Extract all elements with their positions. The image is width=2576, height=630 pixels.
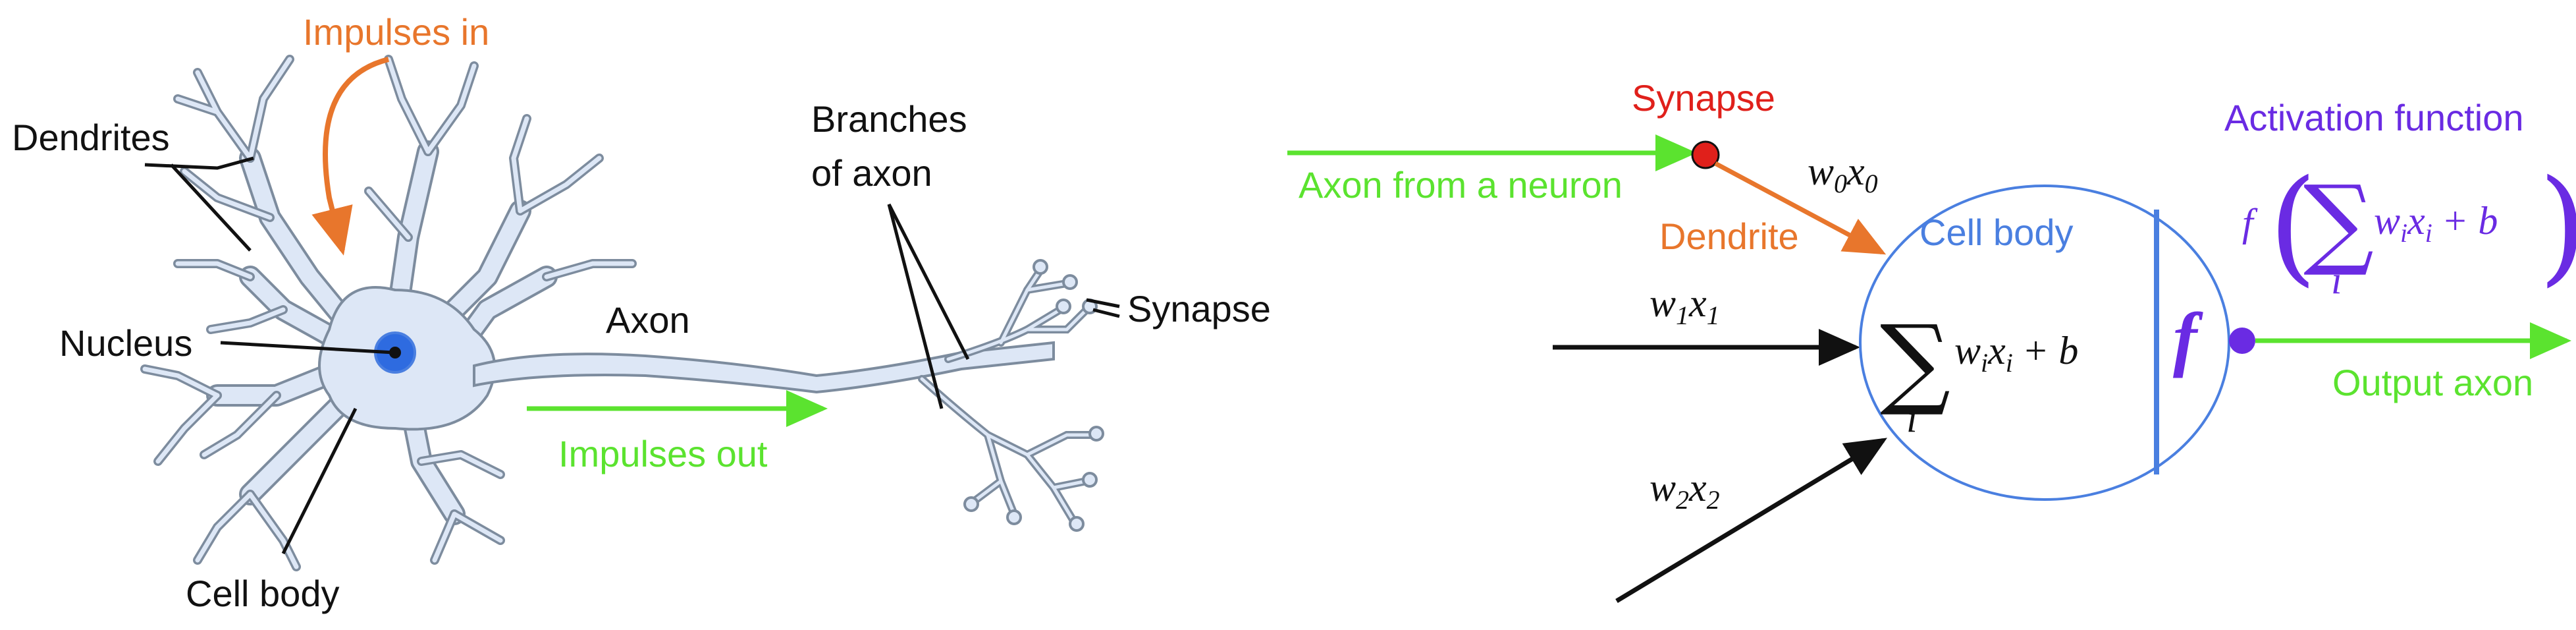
synapse-pointer-1 [1086, 298, 1120, 308]
axon-terminals [918, 259, 1104, 532]
artificial-neuron: Axon from a neuron Synapse Dendrite w0x0… [1287, 77, 2576, 603]
dendrites-pointer [144, 156, 254, 170]
activation-function-label: Activation function [2224, 97, 2523, 138]
act-sigma: ∑ [2303, 165, 2374, 279]
act-terms: wixi+ b [2374, 199, 2498, 248]
sum-index: i [1906, 397, 1918, 440]
summation-formula: ∑ i wixi+ b [1880, 304, 2078, 440]
dendrite-arrow [1714, 161, 1887, 255]
bio-pointers [144, 156, 1120, 555]
sum-terms: wixi+ b [1954, 329, 2078, 378]
axon-label: Axon [606, 299, 690, 341]
branches-label-line1: Branches [811, 98, 967, 140]
branches-pointer-2 [887, 204, 944, 409]
output-axon-label: Output axon [2332, 362, 2533, 403]
dendrites-pointer-2 [170, 163, 252, 252]
nucleus-inner [389, 347, 401, 358]
act-f: f [2242, 201, 2258, 244]
nucleus-pointer [220, 341, 394, 355]
impulses-in-arrow [311, 57, 389, 256]
cell-body-label: Cell body [186, 573, 339, 614]
input-2-term: w2x2 [1650, 466, 1720, 515]
ann-synapse-label: Synapse [1632, 77, 1775, 119]
impulses-in-label: Impulses in [303, 11, 489, 53]
synapse-pointer-2 [1092, 308, 1120, 318]
nucleus-label: Nucleus [59, 322, 192, 364]
biological-neuron: Impulses in Dendrites Nucleus Cell body … [12, 11, 1271, 614]
axon-from-neuron-label: Axon from a neuron [1299, 164, 1623, 206]
input-1-term: w1x1 [1650, 281, 1720, 330]
bio-synapse-label: Synapse [1127, 288, 1271, 329]
branches-pointer-1 [887, 203, 970, 360]
branches-label-line2: of axon [811, 152, 932, 194]
cell-body-pointer [281, 407, 358, 555]
act-close-paren: ) [2538, 153, 2576, 299]
act-index: i [2331, 258, 2342, 302]
impulses-out-label: Impulses out [558, 433, 768, 474]
input-2-arrow [1615, 438, 1887, 603]
output-dot [2229, 328, 2255, 354]
ann-cell-body-label: Cell body [1919, 212, 2073, 253]
axon-shape [473, 341, 1055, 394]
activation-formula: f ( ∑ i wixi+ b ) [2242, 153, 2576, 302]
synapse-dot [1691, 140, 1720, 169]
dendrite-label: Dendrite [1659, 215, 1799, 257]
cell-body-ellipse [1859, 185, 2230, 501]
dendrites-label: Dendrites [12, 117, 170, 158]
sum-sigma: ∑ [1880, 304, 1950, 419]
input-0-term: w0x0 [1808, 150, 1878, 198]
act-open-paren: ( [2268, 153, 2317, 299]
